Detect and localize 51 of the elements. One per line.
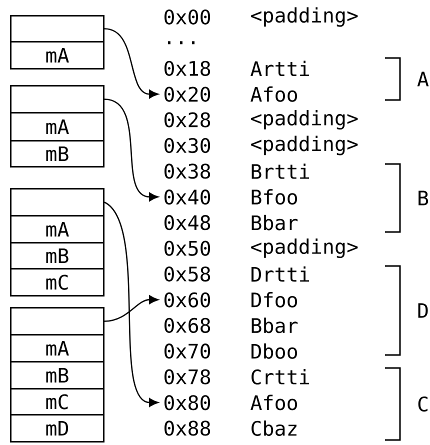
address: 0x50 [164, 240, 210, 256]
table-cell: mB [10, 140, 104, 168]
class-label: D [418, 303, 428, 318]
field-name: Drtti [252, 266, 310, 282]
table-cell: mB [10, 361, 104, 390]
memory-row: 0x60 Dfoo [164, 292, 297, 308]
address: 0x00 [164, 9, 210, 25]
pointer-cell [10, 15, 104, 42]
memory-row: 0x20 Afoo [164, 86, 297, 102]
arrow [104, 28, 158, 98]
memory-row: 0x80 Afoo [164, 394, 297, 410]
field-name: Cbaz [252, 420, 296, 436]
field-name: Bbar [252, 318, 298, 334]
table-cell: mA [10, 112, 104, 142]
field-name: <padding> [251, 136, 358, 156]
table-cell: mD [10, 414, 104, 442]
field-name: Dboo [252, 343, 297, 359]
table-cell: mC [10, 268, 104, 296]
class-label: B [418, 190, 428, 206]
field-name: <padding> [251, 7, 358, 27]
arrow [104, 295, 158, 322]
field-name: Brtti [252, 164, 310, 179]
address: 0x18 [164, 60, 210, 76]
field-name: Crtti [252, 369, 310, 385]
table-cell: mA [10, 41, 104, 70]
address: 0x68 [164, 318, 210, 333]
ellipsis: ... [168, 41, 194, 44]
address: 0x78 [164, 369, 210, 384]
arrow [104, 202, 158, 407]
arrow [104, 98, 158, 202]
address: 0x58 [164, 266, 210, 282]
field-name: Artti [250, 60, 310, 76]
table-cell: mA [10, 334, 104, 362]
address: 0x88 [164, 420, 210, 436]
field-name: <padding> [251, 238, 358, 258]
pointer-cell [10, 85, 104, 114]
class-label: A [417, 72, 429, 86]
class-label: C [418, 396, 428, 412]
table-cell: mB [10, 242, 104, 270]
address: 0x38 [164, 164, 210, 179]
address: 0x30 [164, 138, 210, 154]
address: 0x28 [164, 112, 210, 128]
memory-row: 0x40 Bfoo [164, 189, 297, 205]
table-cell: mC [10, 388, 104, 416]
table-cell: mA [10, 215, 104, 244]
address: 0x48 [164, 215, 210, 230]
pointer-cell [10, 188, 104, 216]
address: 0x70 [164, 344, 210, 359]
pointer-cell [10, 307, 104, 336]
field-name: Bbar [252, 214, 298, 230]
field-name: <padding> [251, 110, 358, 130]
